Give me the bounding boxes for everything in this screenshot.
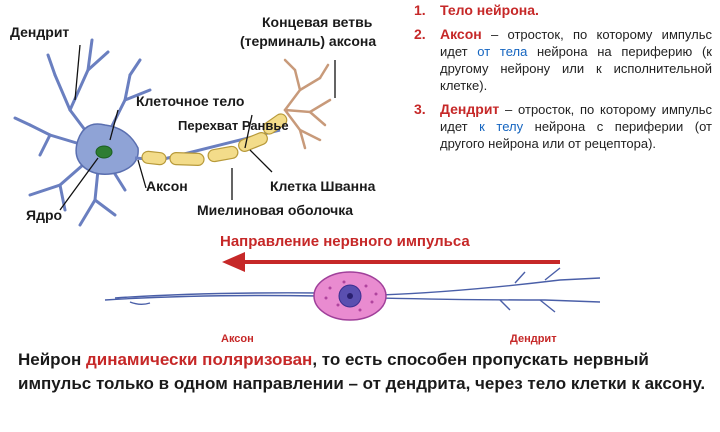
label-node-ranvier: Перехват Ранвье — [178, 118, 289, 134]
list-term: Аксон — [440, 26, 482, 42]
axon-terminal-branches — [285, 60, 330, 148]
list-number: 2. — [414, 26, 426, 43]
list-item-neuron-body: 1. Тело нейрона. — [412, 2, 712, 19]
lower-axon-label: Аксон — [221, 333, 254, 345]
list-term: Тело нейрона. — [440, 2, 539, 18]
lower-neuron-dendrites — [380, 268, 600, 312]
definition-list: 1. Тело нейрона. 2. Аксон – отросток, по… — [412, 2, 712, 159]
bottom-text-part1: Нейрон — [18, 350, 86, 369]
list-item-axon: 2. Аксон – отросток, по которому импульс… — [412, 26, 712, 94]
list-item-dendrite: 3. Дендрит – отросток, по которому импул… — [412, 101, 712, 152]
label-axon: Аксон — [146, 178, 188, 194]
bottom-paragraph: Нейрон динамически поляризован, то есть … — [18, 348, 708, 396]
label-myelin: Миелиновая оболочка — [197, 202, 353, 218]
nucleus-shape — [96, 146, 112, 158]
list-term: Дендрит — [440, 101, 499, 117]
direction-label: Направление нервного импульса — [220, 233, 470, 250]
label-terminal-line1: Концевая ветвь — [262, 14, 372, 30]
bottom-highlight: динамически поляризован — [86, 350, 312, 369]
label-nucleus: Ядро — [26, 207, 62, 223]
label-cell-body: Клеточное тело — [136, 93, 244, 109]
list-highlight: к телу — [479, 119, 523, 134]
list-number: 1. — [414, 2, 426, 19]
direction-arrow — [222, 252, 560, 272]
label-terminal-line2: (терминаль) аксона — [240, 33, 376, 49]
lower-neuron-nucleolus — [347, 293, 353, 299]
list-highlight: от тела — [477, 44, 527, 59]
lower-neuron-axon — [105, 293, 322, 304]
label-schwann: Клетка Шванна — [270, 178, 375, 194]
label-dendrite: Дендрит — [10, 24, 69, 40]
list-number: 3. — [414, 101, 426, 118]
lower-dendrite-label: Дендрит — [510, 333, 557, 345]
